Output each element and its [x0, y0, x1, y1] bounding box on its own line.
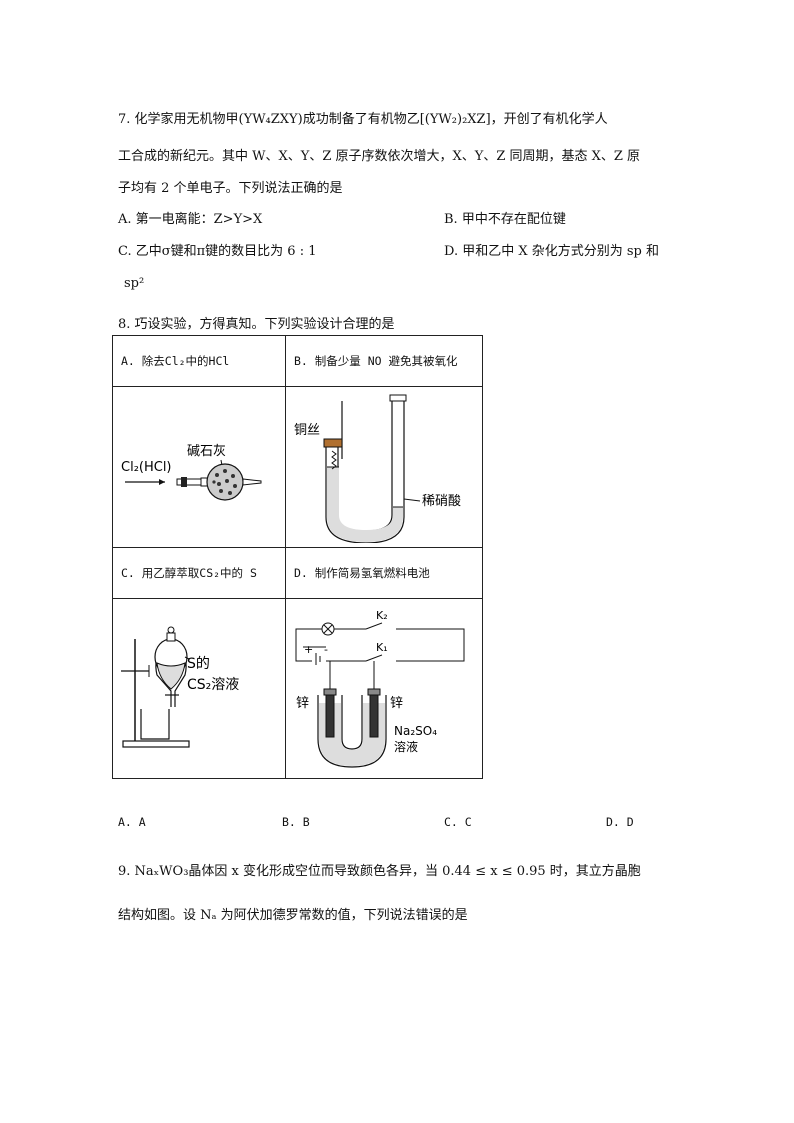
q8-image-a: 碱石灰 Cl₂(HCl) — [112, 386, 286, 548]
q7-option-a: A. 第一电离能：Z>Y>X — [118, 212, 263, 227]
q8-answer-d: D. D — [606, 815, 634, 829]
funnel-label-1: S的 — [187, 656, 210, 672]
q8-cell-c-caption: C. 用乙醇萃取CS₂中的 S — [112, 547, 286, 599]
q7-option-d-continued: sp² — [124, 276, 145, 291]
q7-option-d: D. 甲和乙中 X 杂化方式分别为 sp 和 — [444, 244, 660, 259]
funnel-label-2: CS₂溶液 — [187, 677, 239, 693]
q9-stem-line-2: 结构如图。设 Nₐ 为阿伏加德罗常数的值，下列说法错误的是 — [118, 908, 468, 923]
separatory-funnel-apparatus: S的 CS₂溶液 — [121, 626, 239, 748]
solution-label-2: 溶液 — [394, 739, 418, 754]
drying-tube-apparatus: 碱石灰 Cl₂(HCl) — [121, 444, 262, 501]
q8-answer-c: C. C — [444, 815, 472, 829]
q8-table: A. 除去Cl₂中的HCl B. 制备少量 NO 避免其被氧化 碱石灰 Cl₂(… — [112, 335, 483, 779]
q8-image-c: S的 CS₂溶液 — [112, 598, 286, 779]
q8-image-d: K₂ + - K₁ 锌 锌 Na₂SO₄ — [285, 598, 483, 779]
q8-answer-b: B. B — [282, 815, 310, 829]
q8-image-b: 铜丝 稀硝酸 — [285, 386, 483, 548]
q7-stem-line-1: 7. 化学家用无机物甲(YW₄ZXY)成功制备了有机物乙[(YW₂)₂XZ]，开… — [118, 112, 608, 127]
q8-cell-a-caption: A. 除去Cl₂中的HCl — [112, 335, 286, 387]
q9-stem-line-1: 9. NaₓWO₃晶体因 x 变化形成空位而导致颜色各异，当 0.44 ≤ x … — [118, 864, 641, 879]
q7-stem-line-3: 子均有 2 个单电子。下列说法正确的是 — [118, 181, 343, 196]
reagent-label: 碱石灰 — [187, 444, 226, 459]
solution-label-1: Na₂SO₄ — [394, 724, 437, 738]
q8-answer-a: A. A — [118, 815, 146, 829]
battery-minus: - — [324, 643, 328, 656]
u-tube-apparatus: 铜丝 稀硝酸 — [294, 394, 461, 544]
q8-cell-b-caption: B. 制备少量 NO 避免其被氧化 — [285, 335, 483, 387]
q7-option-b: B. 甲中不存在配位键 — [444, 212, 566, 227]
q7-option-c: C. 乙中σ键和π键的数目比为 6 : 1 — [118, 244, 317, 259]
q8-stem: 8. 巧设实验，方得真知。下列实验设计合理的是 — [118, 317, 395, 332]
switch-k1-label: K₁ — [376, 641, 388, 654]
q8-cell-d-caption: D. 制作简易氢氧燃料电池 — [285, 547, 483, 599]
battery-plus: + — [304, 643, 313, 656]
gas-label: Cl₂(HCl) — [121, 460, 172, 475]
q7-stem-line-2: 工合成的新纪元。其中 W、X、Y、Z 原子序数依次增大，X、Y、Z 同周期，基态… — [118, 149, 641, 164]
right-electrode-label: 锌 — [390, 696, 403, 711]
switch-k2-label: K₂ — [376, 609, 388, 622]
wire-label: 铜丝 — [294, 423, 320, 438]
acid-label: 稀硝酸 — [422, 494, 461, 509]
left-electrode-label: 锌 — [296, 696, 309, 711]
fuel-cell-apparatus: K₂ + - K₁ 锌 锌 Na₂SO₄ — [295, 609, 465, 768]
